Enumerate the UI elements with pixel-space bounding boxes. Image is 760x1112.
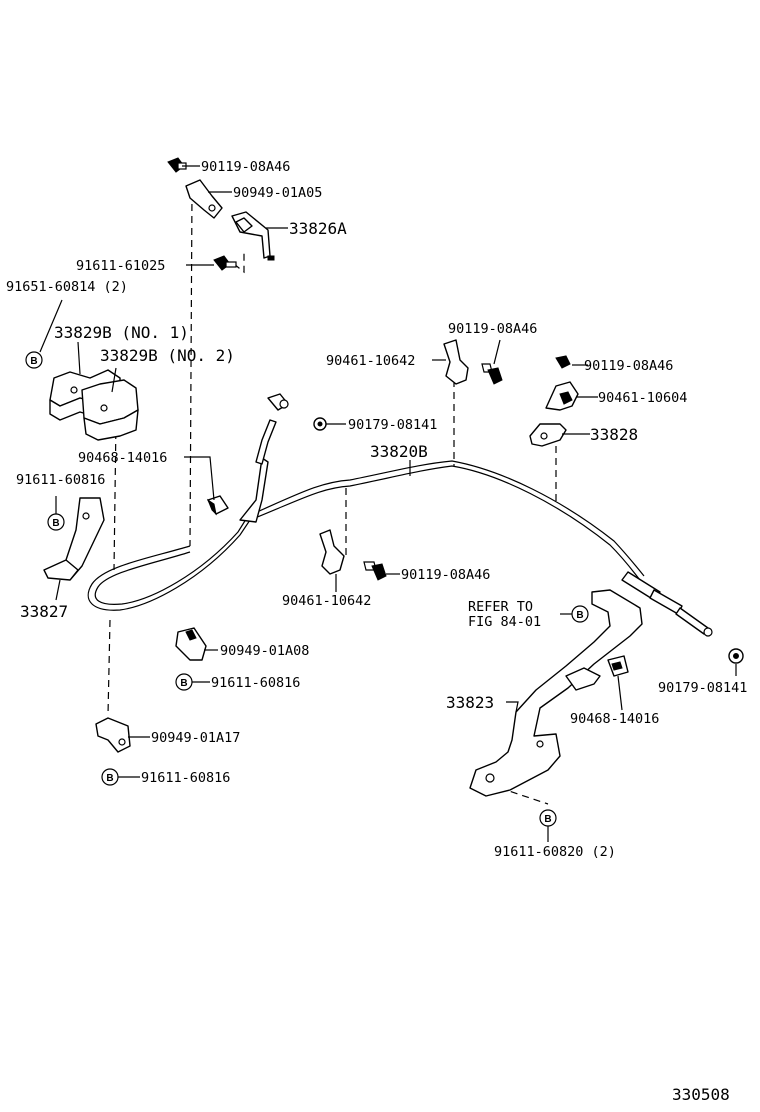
marker-b-refer: B bbox=[571, 605, 589, 623]
nut-90179-08141-mid bbox=[313, 417, 327, 431]
marker-b-91651: B bbox=[25, 351, 43, 369]
svg-text:B: B bbox=[576, 610, 583, 621]
marker-b-91611-60820: B bbox=[539, 809, 557, 827]
label-33827: 33827 bbox=[20, 602, 68, 621]
bracket-33826A bbox=[231, 211, 275, 261]
label-91611-60816-left: 91611-60816 bbox=[16, 472, 105, 488]
label-90949-01A05: 90949-01A05 bbox=[233, 185, 322, 201]
clamp-90461-10642-top bbox=[443, 339, 469, 385]
label-33829B-no2: 33829B (NO. 2) bbox=[100, 346, 235, 365]
leader-lines bbox=[39, 165, 737, 842]
bolt-90119-08A46-top bbox=[167, 157, 187, 173]
label-90468-14016-right: 90468-14016 bbox=[570, 711, 659, 727]
clamp-90949-01A08 bbox=[175, 627, 207, 661]
clamp-90949-01A17 bbox=[95, 717, 131, 753]
svg-text:B: B bbox=[52, 518, 59, 529]
marker-b-91611-60816-bottom: B bbox=[101, 768, 119, 786]
figure-number: 330508 bbox=[672, 1085, 730, 1104]
assembly-lines bbox=[107, 191, 557, 805]
bracket-33828 bbox=[529, 423, 567, 447]
label-90949-01A08: 90949-01A08 bbox=[220, 643, 309, 659]
svg-text:B: B bbox=[180, 678, 187, 689]
marker-b-91611-60816-mid: B bbox=[175, 673, 193, 691]
label-91611-60816-bottom: 91611-60816 bbox=[141, 770, 230, 786]
parking-brake-cable bbox=[87, 393, 713, 637]
clip-90468-14016-right bbox=[607, 655, 629, 677]
svg-text:B: B bbox=[106, 773, 113, 784]
clamp-90461-10604 bbox=[545, 381, 579, 411]
bracket-33827 bbox=[43, 497, 105, 581]
label-90461-10642-low: 90461-10642 bbox=[282, 593, 371, 609]
nut-90179-08141-right bbox=[728, 648, 744, 664]
label-90119-08A46-right: 90119-08A46 bbox=[584, 358, 673, 374]
label-90461-10604: 90461-10604 bbox=[598, 390, 687, 406]
clip-90468-14016-left bbox=[206, 495, 229, 516]
label-refer-to: REFER TO bbox=[468, 599, 533, 615]
label-90179-08141-right: 90179-08141 bbox=[658, 680, 747, 696]
bracket-33823 bbox=[469, 589, 643, 797]
label-33826A: 33826A bbox=[289, 219, 347, 238]
label-refer-fig: FIG 84-01 bbox=[468, 614, 541, 630]
label-33823: 33823 bbox=[446, 693, 494, 712]
marker-b-91611-60816-left: B bbox=[47, 513, 65, 531]
bolt-91611-61025 bbox=[213, 255, 237, 271]
label-90119-08A46-top: 90119-08A46 bbox=[201, 159, 290, 175]
clamp-90949-01A05 bbox=[185, 179, 223, 219]
part-labels: 90119-08A46 90949-01A05 33826A 91611-610… bbox=[6, 159, 747, 1104]
label-90119-08A46-low: 90119-08A46 bbox=[401, 567, 490, 583]
label-91611-60820: 91611-60820 (2) bbox=[494, 844, 616, 860]
label-91611-60816-mid: 91611-60816 bbox=[211, 675, 300, 691]
label-91611-61025: 91611-61025 bbox=[76, 258, 165, 274]
bolt-90119-08A46-mid bbox=[481, 363, 503, 385]
svg-text:B: B bbox=[544, 814, 551, 825]
clamp-90461-10642-low bbox=[319, 529, 345, 575]
label-90179-08141-mid: 90179-08141 bbox=[348, 417, 437, 433]
label-90468-14016-left: 90468-14016 bbox=[78, 450, 167, 466]
label-90119-08A46-mid: 90119-08A46 bbox=[448, 321, 537, 337]
svg-text:B: B bbox=[30, 356, 37, 367]
bracket-33829B bbox=[49, 369, 139, 441]
label-91651-60814: 91651-60814 (2) bbox=[6, 279, 128, 295]
label-33820B: 33820B bbox=[370, 442, 428, 461]
label-90949-01A17: 90949-01A17 bbox=[151, 730, 240, 746]
label-33829B-no1: 33829B (NO. 1) bbox=[54, 323, 189, 342]
bolt-90119-08A46-right bbox=[555, 355, 571, 369]
bolt-90119-08A46-low bbox=[363, 561, 387, 581]
label-90461-10642-top: 90461-10642 bbox=[326, 353, 415, 369]
label-33828: 33828 bbox=[590, 425, 638, 444]
